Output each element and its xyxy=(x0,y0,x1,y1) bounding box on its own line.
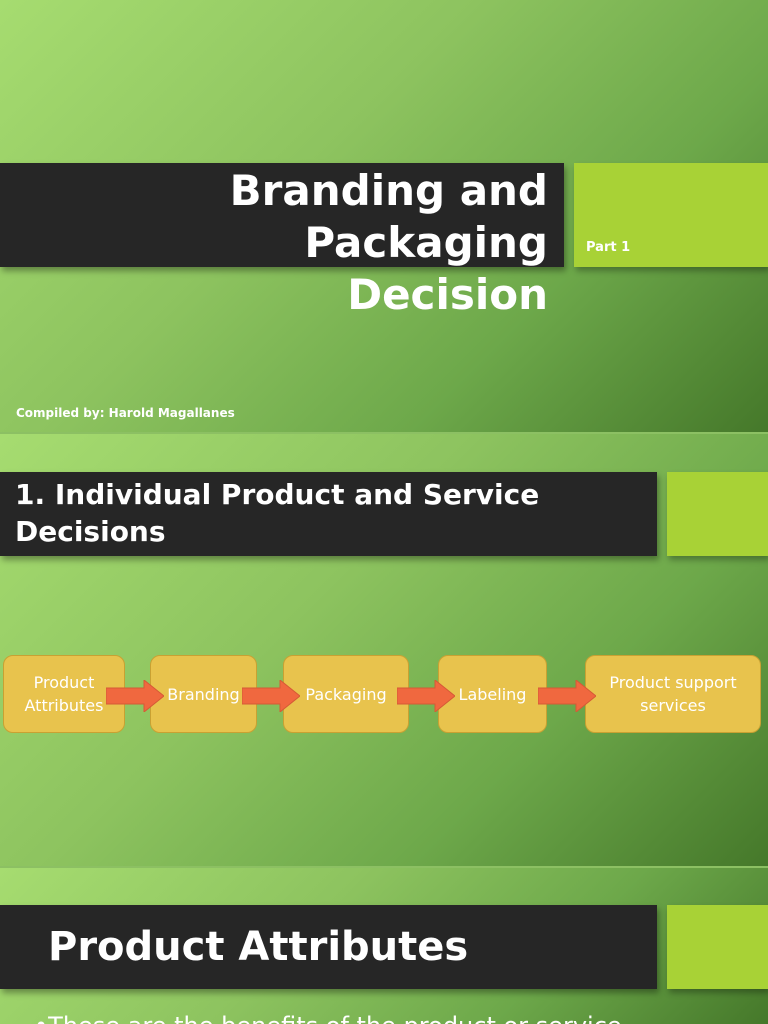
flow-step-text: services xyxy=(640,696,706,715)
flow-step-product-support-services: Product support services xyxy=(585,655,761,733)
bullet-point: •These are the benefits of the product o… xyxy=(34,1011,622,1024)
flow-step-labeling: Labeling xyxy=(438,655,547,733)
slide-heading: 1. Individual Product and Service Decisi… xyxy=(15,476,539,550)
heading-line-1: 1. Individual Product and Service xyxy=(15,478,540,511)
flow-step-text: Attributes xyxy=(24,696,104,715)
title-bar: Branding and Packaging Decision xyxy=(0,163,564,319)
arrow-right-icon xyxy=(538,680,596,712)
accent-block xyxy=(667,905,768,989)
flow-step-text: Branding xyxy=(167,684,240,704)
accent-block xyxy=(667,472,768,556)
accent-block xyxy=(574,163,768,267)
heading-line-2: Decisions xyxy=(15,515,166,548)
flow-step-text: Labeling xyxy=(458,684,527,704)
author-credit: Compiled by: Harold Magallanes xyxy=(16,406,235,420)
slide-heading: Product Attributes xyxy=(48,924,469,970)
slide-title-heading: Branding and Packaging Decision xyxy=(0,165,548,321)
title-bar: Product Attributes xyxy=(0,905,657,989)
subtitle: Part 1 xyxy=(586,240,631,255)
title-line-2: Decision xyxy=(347,270,548,319)
flow-step-text: Product support xyxy=(609,673,737,692)
slide-product-decisions: 1. Individual Product and Service Decisi… xyxy=(0,434,768,866)
flow-step-text: Packaging xyxy=(305,684,387,704)
flow-step-text: Product xyxy=(33,673,95,692)
flow-step-branding: Branding xyxy=(150,655,257,733)
slide-title: Branding and Packaging Decision Part 1 C… xyxy=(0,0,768,432)
flow-step-packaging: Packaging xyxy=(283,655,409,733)
arrow-right-icon xyxy=(242,680,300,712)
title-bar: 1. Individual Product and Service Decisi… xyxy=(0,472,657,556)
arrow-right-icon xyxy=(106,680,164,712)
slide-product-attributes: Product Attributes •These are the benefi… xyxy=(0,868,768,1024)
title-line-1: Branding and Packaging xyxy=(229,166,548,267)
arrow-right-icon xyxy=(397,680,455,712)
